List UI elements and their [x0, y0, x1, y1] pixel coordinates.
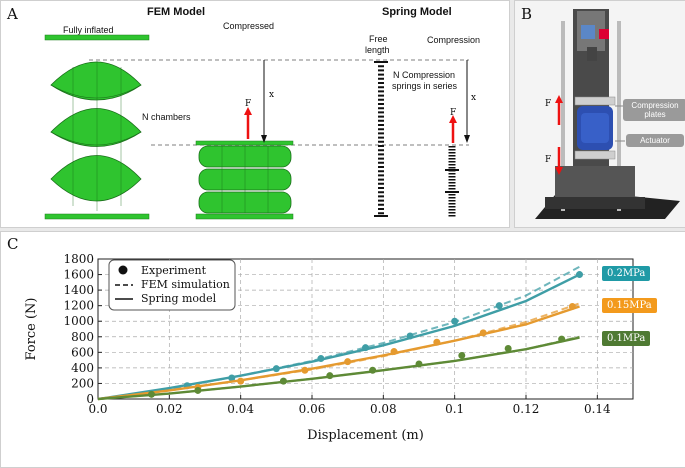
experiment-point-2: [279, 377, 287, 385]
y-tick-label: 0: [86, 392, 94, 406]
badge-0-15mpa: 0.15MPa: [602, 298, 657, 313]
spring-model-line-0: [97, 273, 581, 401]
n-chambers-label: N chambers: [142, 112, 191, 122]
experiment-point-1: [344, 358, 352, 366]
panel-a: A FEM Model Spring Model Fully inflated …: [0, 0, 510, 228]
experiment-point-0: [272, 365, 280, 373]
bottom-plate-compressed: [195, 213, 294, 220]
badge-0-1mpa: 0.1MPa: [602, 331, 651, 346]
fem-line-0: [97, 265, 580, 400]
y-tick-label: 200: [71, 376, 94, 390]
y-tick-label: 1800: [63, 252, 94, 266]
x-tick-label: 0.1: [445, 402, 464, 416]
free-length-label-1: Free: [369, 34, 388, 44]
experiment-point-2: [326, 372, 334, 380]
top-plate-compressed: [195, 140, 294, 146]
x-tick-label: 0.06: [299, 402, 326, 416]
experiment-point-2: [148, 390, 155, 398]
x-tick-label: 0.04: [227, 402, 254, 416]
panel-b-label: B: [521, 5, 533, 23]
bottom-plate-inflated: [44, 213, 150, 220]
x-tick-label: 0.08: [370, 402, 397, 416]
experiment-point-1: [479, 329, 487, 337]
compression-label: Compression: [427, 35, 481, 45]
test-rig-photo: [515, 1, 685, 227]
free-length-label-2: length: [365, 45, 390, 55]
inflated-chambers: [50, 61, 142, 211]
experiment-point-1: [237, 377, 245, 385]
experiment-point-1: [301, 366, 309, 374]
actuator-tag: Actuator: [626, 134, 684, 147]
springs-label-1: N Compression: [393, 70, 456, 80]
experiment-point-0: [406, 332, 414, 340]
compressed-spring: [445, 146, 459, 217]
displacement-label-spring: x: [471, 93, 477, 103]
compressed-label: Compressed: [223, 21, 275, 31]
legend-box: [108, 259, 236, 311]
experiment-point-2: [415, 360, 423, 368]
panel-c-label: C: [7, 235, 19, 253]
legend-marker-experiment: [118, 265, 128, 275]
experiment-point-2: [558, 335, 566, 343]
experiment-point-1: [390, 348, 398, 356]
experiment-point-0: [576, 271, 583, 279]
force-label-spring: F: [450, 108, 457, 118]
spring-model-title: Spring Model: [382, 6, 452, 18]
experiment-point-2: [458, 351, 466, 359]
panel-a-label: A: [7, 5, 18, 23]
x-tick-label: 0.14: [584, 402, 611, 416]
legend-entry-0: Experiment: [141, 264, 207, 277]
panel-b: B F F Compression plates Actuator: [514, 0, 685, 228]
experiment-point-0: [228, 374, 236, 382]
legend-entry-1: FEM simulation: [141, 278, 230, 291]
free-length-spring: [374, 61, 388, 217]
x-tick-label: 0.02: [156, 402, 183, 416]
experiment-point-2: [194, 386, 202, 394]
experiment-point-0: [495, 302, 503, 310]
y-tick-label: 1600: [63, 268, 94, 282]
y-axis-label: Force (N): [24, 298, 39, 361]
experiment-point-0: [317, 355, 325, 363]
x-tick-label: 0.12: [513, 402, 540, 416]
force-label-b-top: F: [545, 99, 552, 109]
y-tick-label: 1200: [63, 299, 94, 313]
compression-plates-tag: Compression plates: [623, 99, 685, 121]
compression-plates-line-1: Compression: [631, 101, 679, 110]
experiment-point-1: [433, 338, 441, 346]
fem-model-title: FEM Model: [147, 6, 206, 18]
displacement-label-fem: x: [269, 90, 275, 100]
experiment-point-2: [369, 366, 377, 374]
badge-0-2mpa: 0.2MPa: [602, 266, 651, 281]
y-tick-label: 800: [71, 330, 94, 344]
compression-plates-line-2: plates: [644, 110, 666, 119]
panel-a-drawing: [44, 34, 470, 220]
legend-entry-2: Spring model: [141, 292, 217, 305]
y-tick-label: 400: [71, 361, 94, 375]
experiment-point-2: [504, 344, 512, 352]
x-axis-label: Displacement (m): [307, 428, 424, 443]
experiment-point-0: [451, 317, 459, 325]
y-tick-label: 600: [71, 345, 94, 359]
fully-inflated-label: Fully inflated: [63, 25, 114, 35]
spring-model-line-2: [97, 336, 580, 401]
experiment-point-0: [362, 344, 369, 352]
force-label-b-bottom: F: [545, 155, 552, 165]
y-tick-label: 1400: [63, 283, 94, 297]
y-tick-label: 1000: [63, 314, 94, 328]
springs-label-2: springs in series: [392, 81, 458, 91]
experiment-point-1: [568, 302, 576, 310]
force-label-fem: F: [245, 99, 252, 109]
x-tick-label: 0.0: [88, 402, 107, 416]
top-plate-inflated: [44, 34, 150, 41]
compressed-chambers: [198, 145, 292, 214]
